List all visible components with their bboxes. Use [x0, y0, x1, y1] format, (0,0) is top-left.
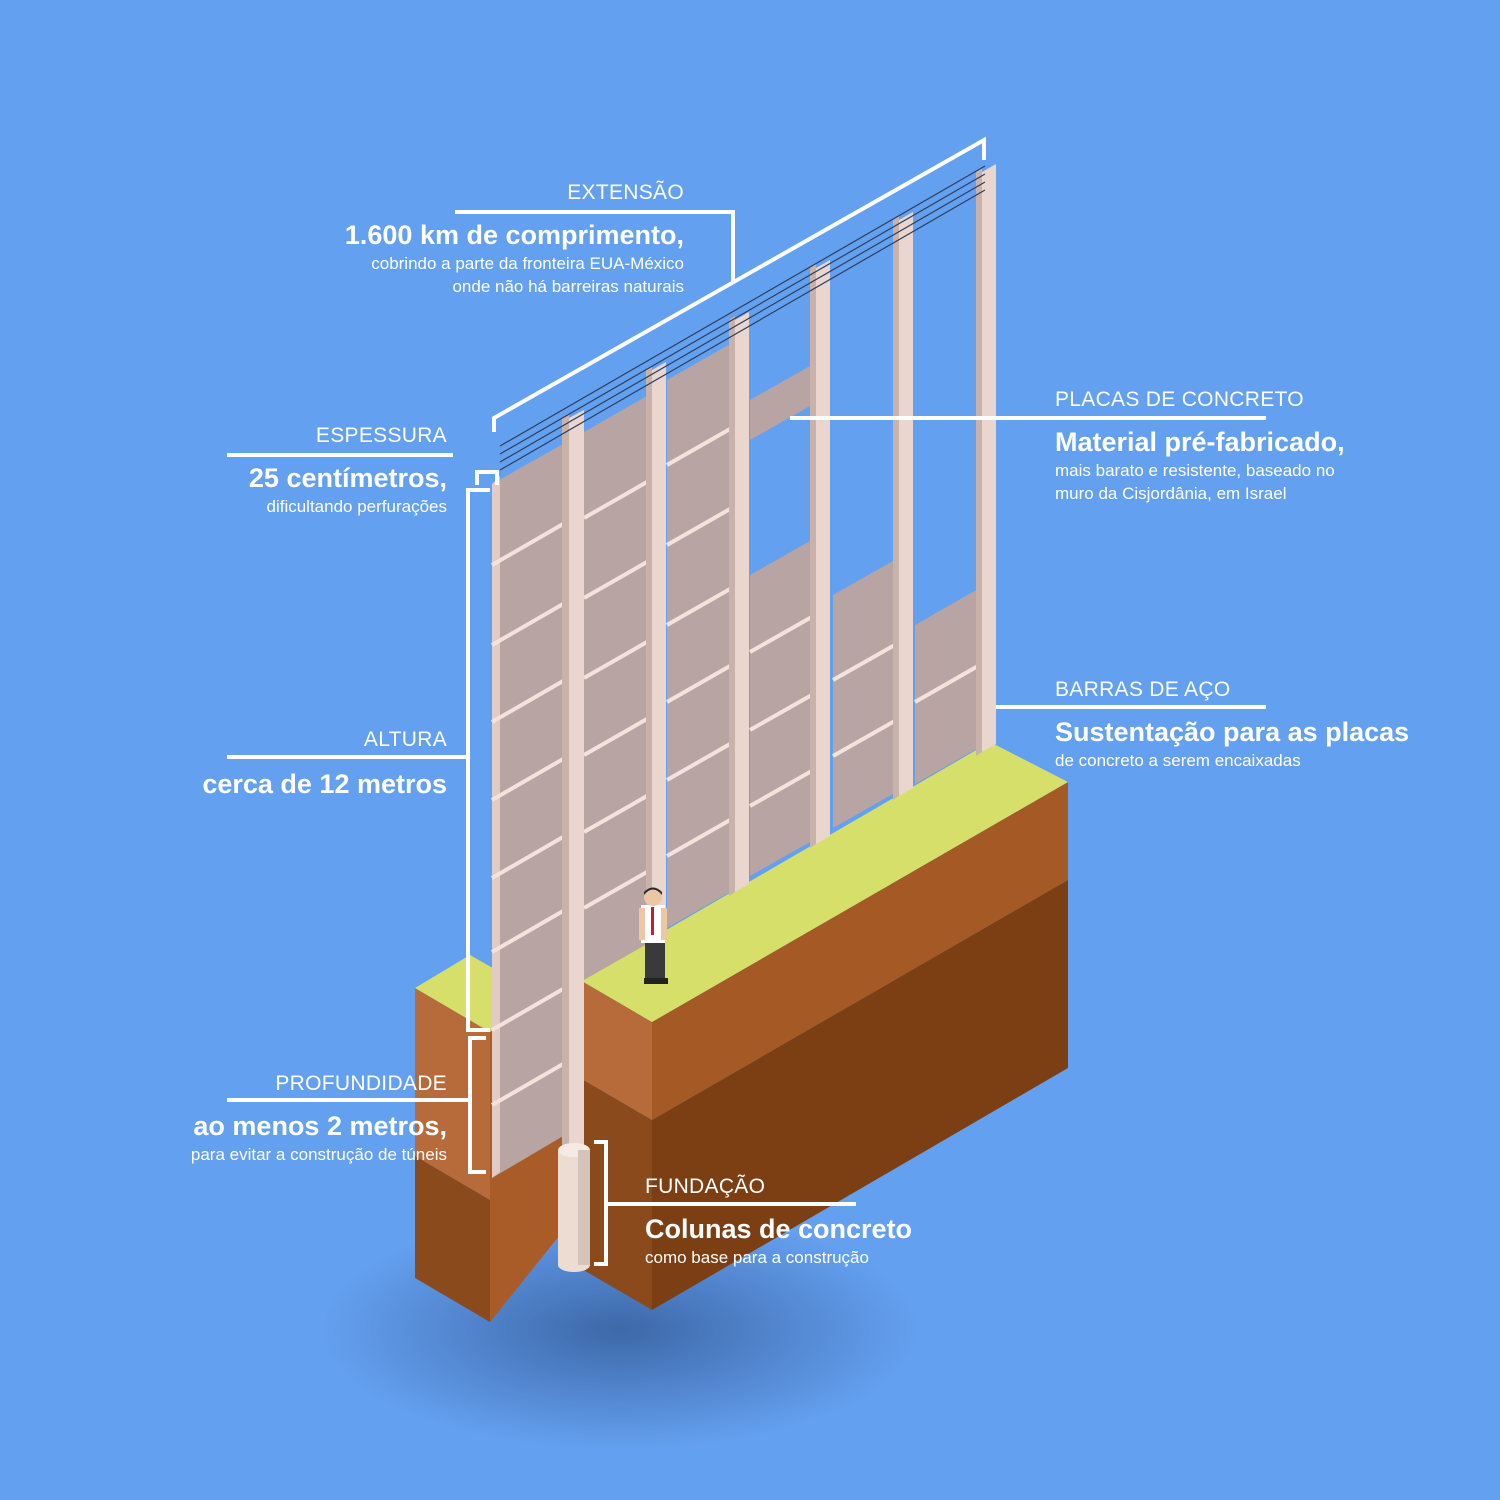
- extensao-category: EXTENSÃO: [567, 181, 684, 204]
- barras-category: BARRAS DE AÇO: [1055, 678, 1231, 701]
- label-altura: ALTURA cerca de 12 metros: [202, 727, 447, 801]
- fundacao-line-1: como base para a construção: [645, 1248, 869, 1267]
- steel-pillar: [652, 362, 666, 944]
- panel-seams: [491, 423, 986, 1107]
- wall-panel: [492, 440, 570, 1178]
- altura-headline: cerca de 12 metros: [202, 769, 447, 799]
- fundacao-headline: Colunas de concreto: [645, 1214, 913, 1244]
- steel-pillar: [562, 414, 569, 1172]
- person-hair: [644, 887, 662, 895]
- steel-pillar: [735, 312, 749, 892]
- steel-pillar: [899, 212, 913, 796]
- label-fundacao: FUNDAÇÃO Colunas de concreto como base p…: [645, 1174, 912, 1269]
- extensao-leader: [455, 210, 735, 282]
- label-profundidade: PROFUNDIDADE ao menos 2 metros, para evi…: [191, 1071, 447, 1166]
- steel-pillar: [729, 316, 735, 896]
- steel-pillar: [976, 168, 982, 756]
- person-head: [644, 888, 662, 906]
- profundidade-headline: ao menos 2 metros,: [193, 1111, 447, 1141]
- wall-panel: [915, 585, 985, 784]
- person-figure: [639, 887, 668, 984]
- wall-panel: [833, 557, 900, 828]
- person-legs: [645, 940, 665, 982]
- placas-category: PLACAS DE CONCRETO: [1055, 388, 1304, 411]
- grass-top-main: [580, 742, 1068, 1022]
- extensao-line-2: onde não há barreiras naturais: [452, 277, 684, 296]
- foundation-cylinder-shade: [578, 1150, 590, 1265]
- steel-pillar: [646, 366, 652, 948]
- foundation-column: [558, 1143, 590, 1272]
- placas-headline: Material pré-fabricado,: [1055, 427, 1345, 457]
- espessura-bracket: [475, 470, 499, 485]
- steel-pillar: [893, 216, 899, 800]
- placas-line-1: mais barato e resistente, baseado no: [1055, 461, 1335, 480]
- annotation-lines: [227, 136, 1266, 1266]
- barras-headline: Sustentação para as placas: [1055, 717, 1410, 747]
- wall-panel: [750, 362, 817, 440]
- espessura-category: ESPESSURA: [315, 424, 447, 447]
- espessura-headline: 25 centímetros,: [248, 463, 447, 493]
- person-tie: [651, 907, 654, 935]
- placas-line-2: muro da Cisjordânia, em Israel: [1055, 484, 1287, 503]
- barras-line-1: de concreto a serem encaixadas: [1055, 751, 1301, 770]
- steel-pillars: [562, 164, 996, 1172]
- person-shoes: [644, 978, 668, 984]
- fundacao-category: FUNDAÇÃO: [645, 1175, 766, 1198]
- soil-front-right-top: [580, 980, 652, 1120]
- label-placas: PLACAS DE CONCRETO Material pré-fabricad…: [1055, 387, 1345, 505]
- profundidade-bracket: [468, 1036, 486, 1174]
- steel-pillar: [816, 260, 830, 844]
- steel-pillar: [569, 410, 584, 1168]
- espessura-line-1: dificultando perfurações: [266, 497, 447, 516]
- wall-panel: [750, 537, 817, 876]
- soil-side-top: [652, 782, 1068, 1120]
- profundidade-category: PROFUNDIDADE: [275, 1072, 447, 1095]
- altura-bracket: [466, 488, 490, 1032]
- soil-front-left-deep: [415, 1156, 490, 1322]
- person-arm-right: [661, 908, 667, 940]
- extensao-line-1: cobrindo a parte da fronteira EUA-México: [371, 254, 684, 273]
- extensao-bracket: [492, 136, 986, 432]
- steel-pillar: [982, 164, 996, 752]
- label-barras: BARRAS DE AÇO Sustentação para as placas…: [1055, 677, 1409, 772]
- profundidade-line-1: para evitar a construção de túneis: [190, 1145, 447, 1164]
- extensao-headline: 1.600 km de comprimento,: [344, 220, 684, 250]
- wall-panel: [667, 340, 737, 928]
- altura-category: ALTURA: [363, 728, 447, 751]
- person-arm-left: [639, 908, 645, 940]
- barbed-wire: [499, 165, 986, 471]
- label-espessura: ESPESSURA 25 centímetros, dificultando p…: [249, 423, 447, 518]
- wall-panels: [492, 340, 985, 1178]
- wall-panel-edge: [492, 476, 500, 1178]
- steel-pillar: [810, 264, 816, 848]
- wall-panel: [584, 392, 654, 980]
- soil-front-right-deep: [580, 1078, 652, 1310]
- label-extensao: EXTENSÃO 1.600 km de comprimento, cobrin…: [345, 180, 684, 298]
